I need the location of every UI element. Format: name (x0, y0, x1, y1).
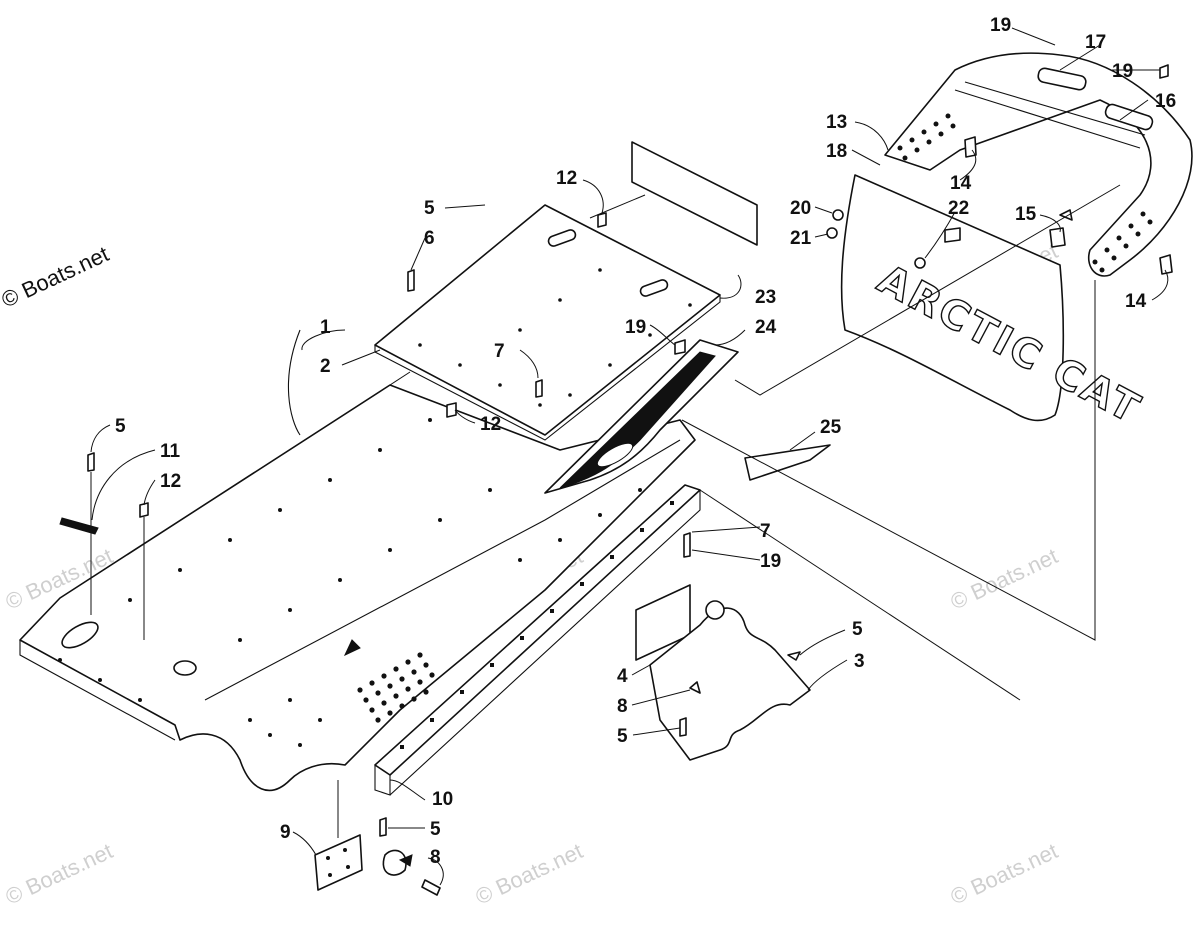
rear-deck-panel (374, 204, 721, 441)
callout-12: 12 (160, 471, 181, 492)
callout-19: 19 (990, 15, 1011, 36)
callout-12: 12 (480, 414, 501, 435)
callout-2: 2 (320, 356, 331, 377)
callout-24: 24 (755, 317, 777, 338)
callout-21: 21 (790, 228, 812, 249)
watermark: © Boats.net (2, 838, 117, 909)
callout-3: 3 (854, 651, 865, 672)
callout-17: 17 (1085, 32, 1106, 53)
callout-4: 4 (617, 666, 628, 687)
callout-9: 9 (280, 822, 291, 843)
callout-5: 5 (852, 619, 863, 640)
tunnel-bracket (635, 584, 811, 761)
callout-5: 5 (115, 416, 126, 437)
callout-13: 13 (826, 112, 847, 133)
callout-19: 19 (1112, 61, 1133, 82)
hardware (59, 64, 1173, 896)
side-decal (544, 339, 739, 494)
callout-7: 7 (760, 521, 771, 542)
callout-25: 25 (820, 417, 842, 438)
callout-14: 14 (950, 173, 972, 194)
callout-7: 7 (494, 341, 505, 362)
callout-15: 15 (1015, 204, 1037, 225)
mount-plate (314, 834, 413, 891)
callout-22: 22 (948, 198, 969, 219)
callout-12: 12 (556, 168, 577, 189)
callout-5: 5 (617, 726, 628, 747)
callout-16: 16 (1155, 91, 1176, 112)
callout-18: 18 (826, 141, 847, 162)
callout-1: 1 (320, 317, 331, 338)
callout-23: 23 (755, 287, 776, 308)
leader-lines (90, 27, 1169, 886)
snow-flap: ARCTIC CAT (840, 174, 1150, 434)
watermark: © Boats.net (947, 838, 1062, 909)
callout-19: 19 (760, 551, 781, 572)
watermark: © Boats.net (472, 838, 587, 909)
copyright-label: © Boats.net (0, 241, 113, 312)
watermark: © Boats.net (947, 543, 1062, 614)
callout-5: 5 (424, 198, 435, 219)
callout-10: 10 (432, 789, 453, 810)
callout-19: 19 (625, 317, 646, 338)
rear-bumper (884, 52, 1193, 277)
callout-20: 20 (790, 198, 811, 219)
callout-6: 6 (424, 228, 435, 249)
callout-8: 8 (430, 847, 441, 868)
callouts: 1 2 3 4 5 5 5 5 5 6 7 7 8 8 9 10 11 12 1… (115, 15, 1176, 868)
callout-14: 14 (1125, 291, 1147, 312)
deck-strip (631, 141, 758, 246)
tunnel-panel (19, 329, 696, 792)
callout-8: 8 (617, 696, 628, 717)
callout-5: 5 (430, 819, 441, 840)
callout-11: 11 (160, 441, 181, 462)
